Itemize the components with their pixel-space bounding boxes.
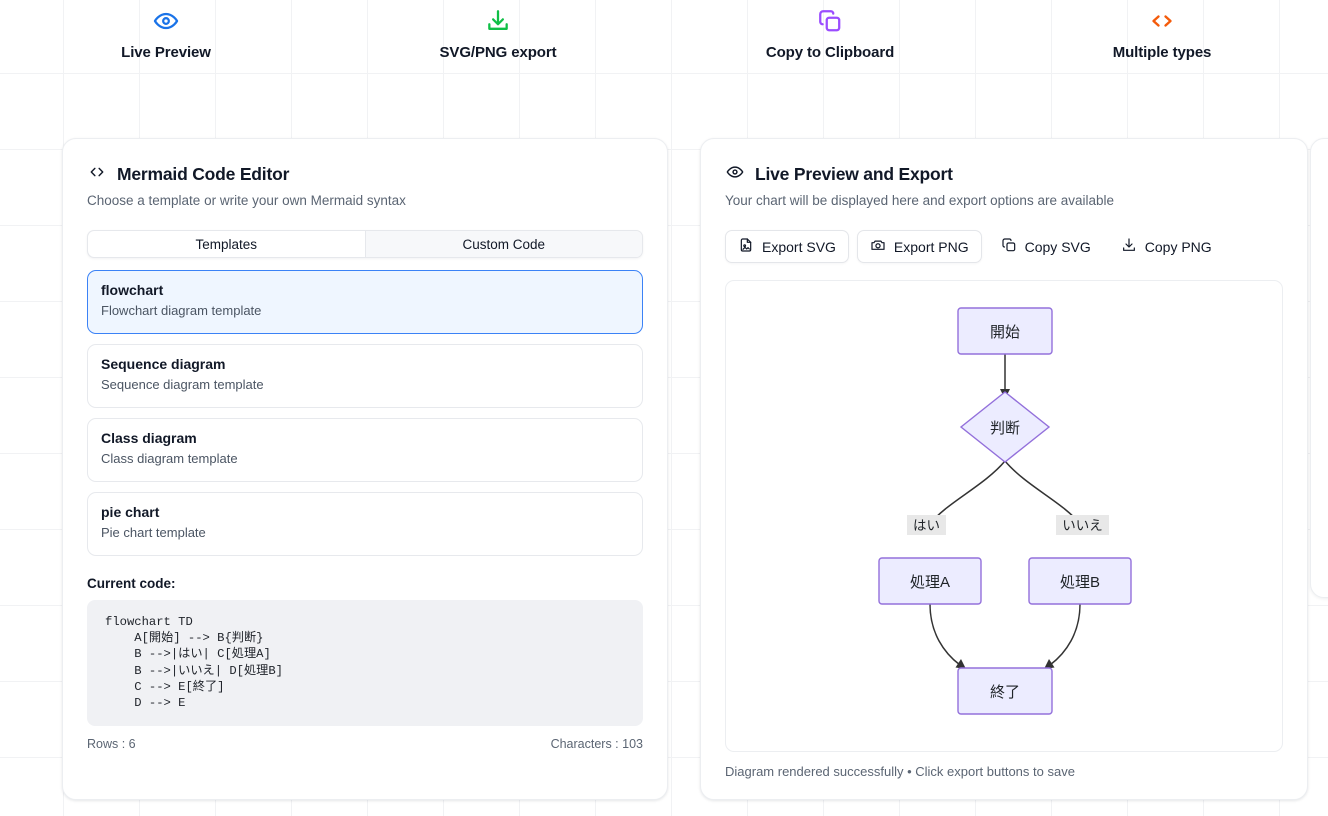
diagram-node-A: 開始 [957, 307, 1053, 355]
preview-subtitle: Your chart will be displayed here and ex… [725, 193, 1114, 208]
feature-label: SVG/PNG export [439, 44, 557, 61]
download-icon [485, 8, 511, 34]
edge-b-d [1004, 460, 1081, 525]
feature-multiple-types: Multiple types [996, 8, 1328, 61]
node-label-D: 処理B [1060, 574, 1100, 591]
export-svg-button[interactable]: Export SVG [725, 230, 849, 263]
feature-copy-to-clipboard: Copy to Clipboard [664, 8, 996, 61]
template-list: flowchart Flowchart diagram template Seq… [87, 270, 643, 556]
edge-label-hai: はい [913, 518, 940, 533]
characters-count: Characters : 103 [550, 737, 643, 751]
diagram-node-C: 処理A [878, 557, 982, 605]
eye-icon [725, 163, 745, 186]
image-file-icon [738, 237, 754, 256]
diagram-node-E: 終了 [957, 667, 1053, 715]
edge-b-c [929, 460, 1006, 525]
template-name: flowchart [101, 282, 164, 298]
current-code-text: flowchart TD A[開始] --> B{判断} B -->|はい| C… [105, 615, 283, 711]
feature-svg-png-export: SVG/PNG export [332, 8, 664, 61]
diagram-node-D: 処理B [1028, 557, 1132, 605]
button-label: Export PNG [893, 238, 969, 255]
export-toolbar: Export SVG Export PNG [725, 230, 1283, 263]
template-name: Sequence diagram [101, 356, 226, 372]
main-panels: Mermaid Code Editor Choose a template or… [0, 138, 1328, 800]
tab-templates[interactable]: Templates [88, 231, 366, 257]
eye-icon [153, 8, 179, 34]
feature-label: Copy to Clipboard [765, 44, 895, 61]
template-description: Pie chart template [101, 525, 206, 540]
node-label-B: 判断 [990, 420, 1020, 437]
editor-panel-title: Mermaid Code Editor [87, 163, 643, 186]
code-stats: Rows : 6 Characters : 103 [87, 737, 643, 751]
rows-count: Rows : 6 [87, 737, 136, 751]
node-label-A: 開始 [990, 324, 1020, 341]
tab-custom-code[interactable]: Custom Code [365, 231, 642, 257]
mermaid-code-editor-panel: Mermaid Code Editor Choose a template or… [62, 138, 668, 800]
feature-label: Multiple types [1112, 44, 1212, 61]
preview-panel-title: Live Preview and Export [725, 163, 1283, 186]
copy-icon [817, 8, 843, 34]
editor-title-text: Mermaid Code Editor [117, 164, 290, 184]
live-preview-panel: Live Preview and Export Your chart will … [700, 138, 1308, 800]
button-label: Export SVG [762, 238, 836, 255]
diagram-preview-container[interactable]: 開始 判断 はい いいえ 処理A [725, 280, 1283, 752]
button-label: Copy SVG [1024, 238, 1091, 255]
copy-png-button[interactable]: Copy PNG [1110, 230, 1223, 263]
button-label: Copy PNG [1144, 238, 1212, 255]
template-description: Sequence diagram template [101, 377, 264, 392]
diagram-node-B: 判断 [959, 391, 1051, 463]
node-label-C: 処理A [910, 574, 950, 591]
current-code-box: flowchart TD A[開始] --> B{判断} B -->|はい| C… [87, 600, 643, 726]
diagram-edge-labels: はい いいえ [907, 515, 1109, 535]
feature-live-preview: Live Preview [0, 8, 332, 61]
template-description: Class diagram template [101, 451, 238, 466]
template-name: pie chart [101, 504, 160, 520]
render-status-text: Diagram rendered successfully • Click ex… [725, 764, 1075, 779]
template-item-flowchart[interactable]: flowchart Flowchart diagram template [87, 270, 643, 334]
edge-d-e [1049, 603, 1081, 666]
copy-svg-button[interactable]: Copy SVG [990, 230, 1102, 263]
feature-label: Live Preview [121, 44, 211, 61]
camera-icon [870, 237, 886, 256]
feature-strip: Live Preview SVG/PNG export Copy to Clip… [0, 0, 1328, 61]
template-item-class-diagram[interactable]: Class diagram Class diagram template [87, 418, 643, 482]
mermaid-flowchart-svg: 開始 判断 はい いいえ 処理A [878, 307, 1132, 715]
editor-tab-group: Templates Custom Code [87, 230, 643, 258]
template-name: Class diagram [101, 430, 197, 446]
edge-label-iie: いいえ [1062, 518, 1103, 533]
template-item-sequence-diagram[interactable]: Sequence diagram Sequence diagram templa… [87, 344, 643, 408]
code-icon [1148, 8, 1176, 34]
copy-icon [1001, 237, 1017, 256]
offscreen-card-edge [1310, 138, 1328, 598]
template-item-pie-chart[interactable]: pie chart Pie chart template [87, 492, 643, 556]
code-icon [87, 163, 107, 186]
edge-c-e [929, 603, 961, 666]
export-png-button[interactable]: Export PNG [856, 230, 982, 263]
preview-title-text: Live Preview and Export [755, 164, 953, 184]
template-description: Flowchart diagram template [101, 303, 262, 318]
editor-subtitle: Choose a template or write your own Merm… [87, 193, 406, 208]
node-label-E: 終了 [990, 684, 1020, 701]
current-code-label: Current code: [87, 576, 176, 591]
download-icon [1121, 237, 1137, 256]
